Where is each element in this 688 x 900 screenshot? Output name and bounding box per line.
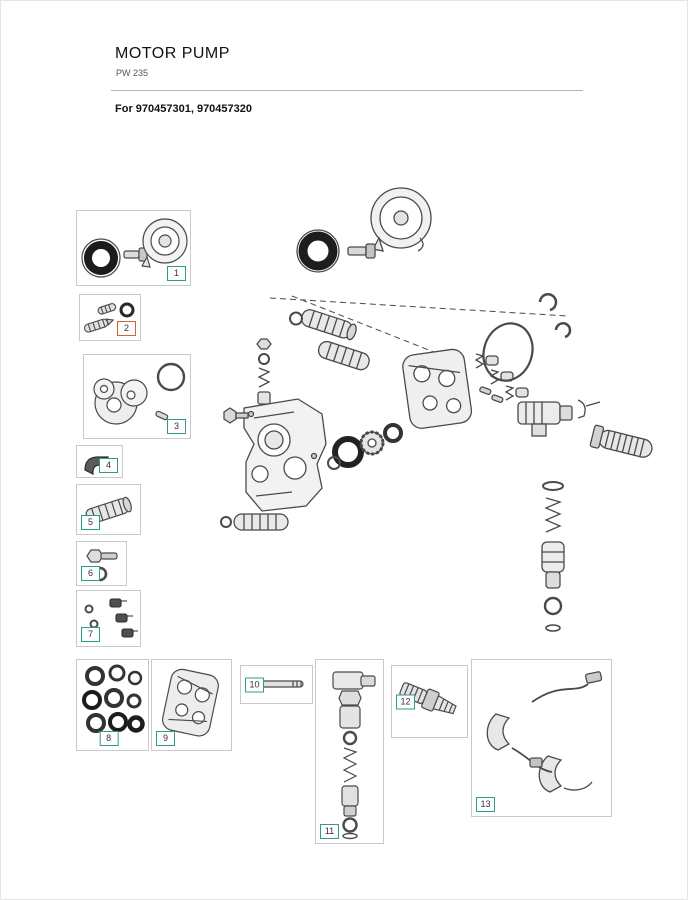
part-box-6[interactable]: 6 bbox=[76, 541, 127, 586]
part-box-3[interactable]: 3 bbox=[83, 354, 191, 439]
shaft-seal-ring bbox=[296, 229, 340, 273]
part-box-12[interactable]: 12 bbox=[391, 665, 468, 738]
callout-9[interactable]: 9 bbox=[156, 731, 175, 746]
callout-1[interactable]: 1 bbox=[167, 266, 186, 281]
part-box-1[interactable]: 1 bbox=[76, 210, 191, 286]
part-box-5[interactable]: 5 bbox=[76, 484, 141, 535]
part-art-pump-head bbox=[93, 362, 186, 430]
unloader-valve-stack bbox=[541, 481, 565, 632]
piston-assemblies bbox=[288, 309, 370, 371]
head-screws bbox=[479, 386, 504, 403]
callout-number-9: 9 bbox=[162, 733, 168, 743]
shaft-bolt bbox=[347, 243, 376, 259]
crankcase-hex-bolt bbox=[223, 407, 249, 424]
callout-2[interactable]: 2 bbox=[117, 321, 136, 336]
callout-11[interactable]: 11 bbox=[320, 824, 339, 839]
callout-7[interactable]: 7 bbox=[81, 627, 100, 642]
fan-disk bbox=[370, 187, 432, 252]
bearings-and-gears bbox=[327, 423, 403, 470]
callout-number-2: 2 bbox=[123, 323, 129, 333]
applies-to-models: For 970457301, 970457320 bbox=[115, 103, 253, 115]
part-box-4[interactable]: 4 bbox=[76, 445, 123, 478]
callout-number-11: 11 bbox=[324, 826, 335, 836]
callout-number-4: 4 bbox=[105, 460, 111, 470]
large-o-ring bbox=[482, 322, 534, 382]
callout-8[interactable]: 8 bbox=[99, 731, 119, 746]
part-box-8[interactable]: 8 bbox=[76, 659, 149, 751]
part-art-fitting bbox=[399, 682, 457, 715]
exploded-view-diagram bbox=[220, 187, 653, 632]
callout-number-10: 10 bbox=[249, 679, 260, 689]
callout-number-3: 3 bbox=[173, 421, 179, 431]
part-art-manifold bbox=[161, 668, 219, 737]
crankcase-block bbox=[243, 398, 327, 512]
callout-number-1: 1 bbox=[173, 268, 179, 278]
callout-5[interactable]: 5 bbox=[81, 515, 100, 530]
callout-number-12: 12 bbox=[400, 696, 411, 706]
part-art-valve-assembly bbox=[332, 671, 376, 840]
outlet-fitting bbox=[517, 399, 601, 437]
threaded-nozzle bbox=[589, 424, 653, 458]
callout-6[interactable]: 6 bbox=[81, 566, 100, 581]
part-box-10[interactable]: 10 bbox=[240, 665, 313, 704]
part-art-plugs bbox=[84, 598, 138, 638]
callout-3[interactable]: 3 bbox=[167, 419, 186, 434]
part-art-seal-kit bbox=[81, 218, 188, 278]
part-art-seal-set bbox=[82, 664, 145, 746]
callout-number-6: 6 bbox=[87, 568, 93, 578]
leader-line bbox=[291, 295, 455, 361]
callout-number-8: 8 bbox=[106, 733, 112, 743]
check-valve-sets bbox=[474, 353, 529, 401]
callout-number-5: 5 bbox=[87, 517, 93, 527]
callout-10[interactable]: 10 bbox=[245, 677, 264, 692]
model-code: PW 235 bbox=[116, 68, 149, 78]
part-box-11[interactable]: 11 bbox=[315, 659, 384, 844]
callout-12[interactable]: 12 bbox=[396, 694, 415, 709]
part-box-2[interactable]: 2 bbox=[79, 294, 141, 341]
retaining-clips bbox=[538, 293, 572, 339]
part-art-screws bbox=[83, 302, 135, 333]
callout-13[interactable]: 13 bbox=[476, 797, 495, 812]
pump-head-block bbox=[402, 348, 473, 429]
inlet-valve-parts bbox=[256, 338, 272, 405]
part-box-9[interactable]: 9 bbox=[151, 659, 232, 751]
part-art-bolt bbox=[86, 549, 118, 582]
page-title: MOTOR PUMP bbox=[115, 45, 230, 62]
callout-4[interactable]: 4 bbox=[99, 458, 118, 473]
part-art-lever-assembly bbox=[486, 671, 603, 793]
part-box-13[interactable]: 13 bbox=[471, 659, 612, 817]
callout-number-7: 7 bbox=[87, 629, 93, 639]
part-box-7[interactable]: 7 bbox=[76, 590, 141, 647]
ribbed-cylinder bbox=[220, 513, 289, 531]
callout-number-13: 13 bbox=[480, 799, 491, 809]
title-divider bbox=[111, 90, 583, 91]
